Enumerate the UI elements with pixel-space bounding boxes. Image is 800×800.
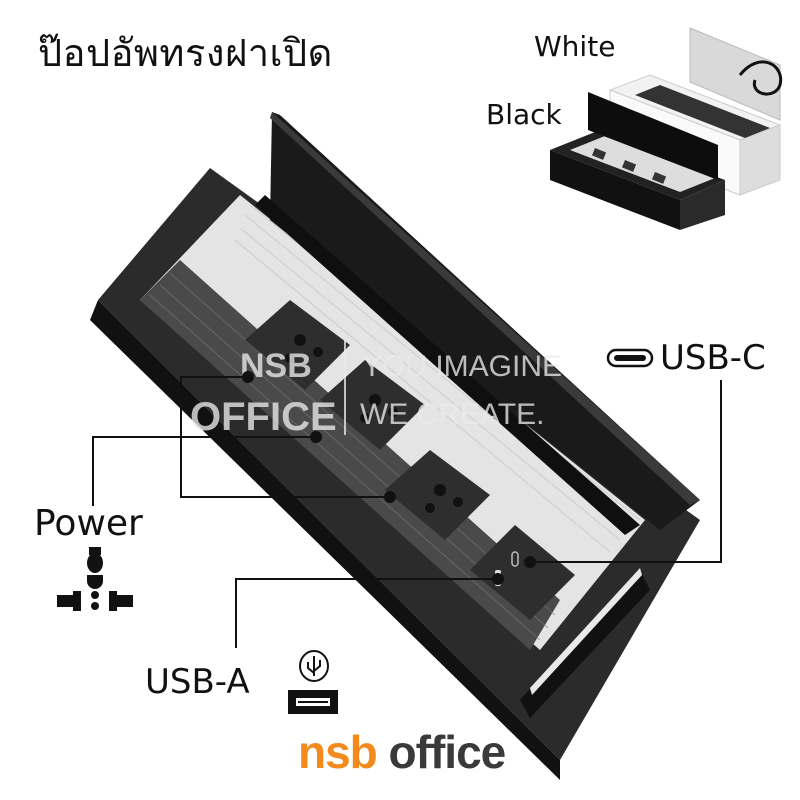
usb-c-leader-dot (524, 556, 536, 568)
brush-strip (140, 260, 560, 650)
power-socket-1 (245, 300, 350, 390)
usb-c-leader-horizontal (530, 561, 722, 563)
power-leader-vertical (92, 436, 94, 506)
usb-c-leader-vertical (720, 380, 722, 562)
power-leader-dot-3 (384, 491, 396, 503)
power-leader-dot-2 (242, 371, 254, 383)
side-slot (520, 570, 650, 718)
power-label: Power (34, 503, 143, 544)
usb-a-port-icon (288, 650, 338, 714)
brand-logo-office: office (376, 726, 507, 778)
usb-c-label: USB-C (660, 338, 766, 378)
usb-a-label: USB-A (145, 662, 250, 702)
brand-logo: nsb office (298, 725, 507, 779)
brand-logo-nsb: nsb (298, 726, 378, 778)
black-unit-image (550, 92, 725, 230)
power-bracket-top (180, 376, 246, 378)
page-title: ป๊อปอัพทรงฝาเปิด (38, 31, 333, 75)
watermark-tagline-line2: WE CREATE. (360, 398, 545, 431)
power-socket-3 (385, 450, 490, 540)
universal-plug-icon (57, 547, 133, 611)
watermark-tagline-line1: YOU IMAGINE (362, 350, 563, 383)
variant-label-white: White (534, 30, 616, 63)
usb-c-port (511, 551, 519, 567)
usb-a-leader-vertical (235, 578, 237, 648)
usb-a-leader-dot (492, 573, 504, 585)
power-leader-dot-1 (310, 431, 322, 443)
usb-c-port-icon (606, 348, 654, 368)
variant-label-black: Black (486, 98, 562, 131)
power-socket-2 (320, 360, 425, 450)
power-leader-horizontal (92, 436, 314, 438)
power-bracket-bottom (180, 496, 388, 498)
variant-thumbnails (550, 27, 783, 230)
watermark-divider (344, 340, 346, 435)
usb-a-leader-horizontal (235, 578, 497, 580)
power-bracket-vertical (180, 376, 182, 498)
